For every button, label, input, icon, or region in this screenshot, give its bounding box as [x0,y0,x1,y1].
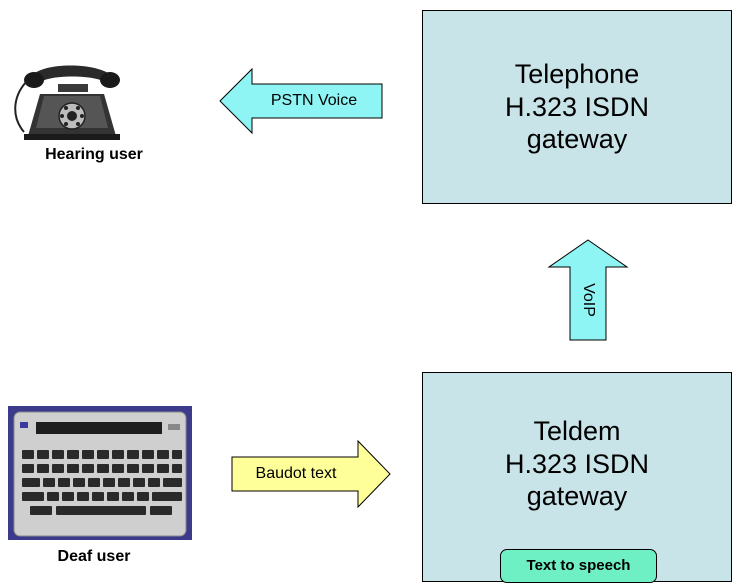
baudot-text-arrow [231,439,391,509]
baudot-text-label: Baudot text [255,465,337,482]
text-to-speech-badge: Text to speech [500,549,657,583]
teldem-gateway-line-3: gateway [526,481,628,512]
voip-label: VoIP [580,283,597,317]
tty-keyboard-device-icon [8,406,192,540]
telephone-gateway-line-2: H.323 ISDN [504,91,650,122]
teldem-gateway-line-2: H.323 ISDN [504,448,650,479]
telephone-gateway-box: Telephone H.323 ISDN gateway [422,10,732,204]
hearing-user-label: Hearing user [45,146,143,163]
teldem-gateway-line-1: Teldem [533,416,621,447]
deaf-user-label: Deaf user [57,548,131,565]
pstn-voice-arrow [219,67,383,135]
voip-arrow [547,239,629,341]
rotary-telephone-icon [14,65,120,140]
teldem-gateway-box: Teldem H.323 ISDN gateway Text to speech [422,372,732,583]
telephone-gateway-line-1: Telephone [514,59,640,90]
pstn-voice-label: PSTN Voice [270,92,358,109]
telephone-gateway-line-3: gateway [526,124,628,155]
